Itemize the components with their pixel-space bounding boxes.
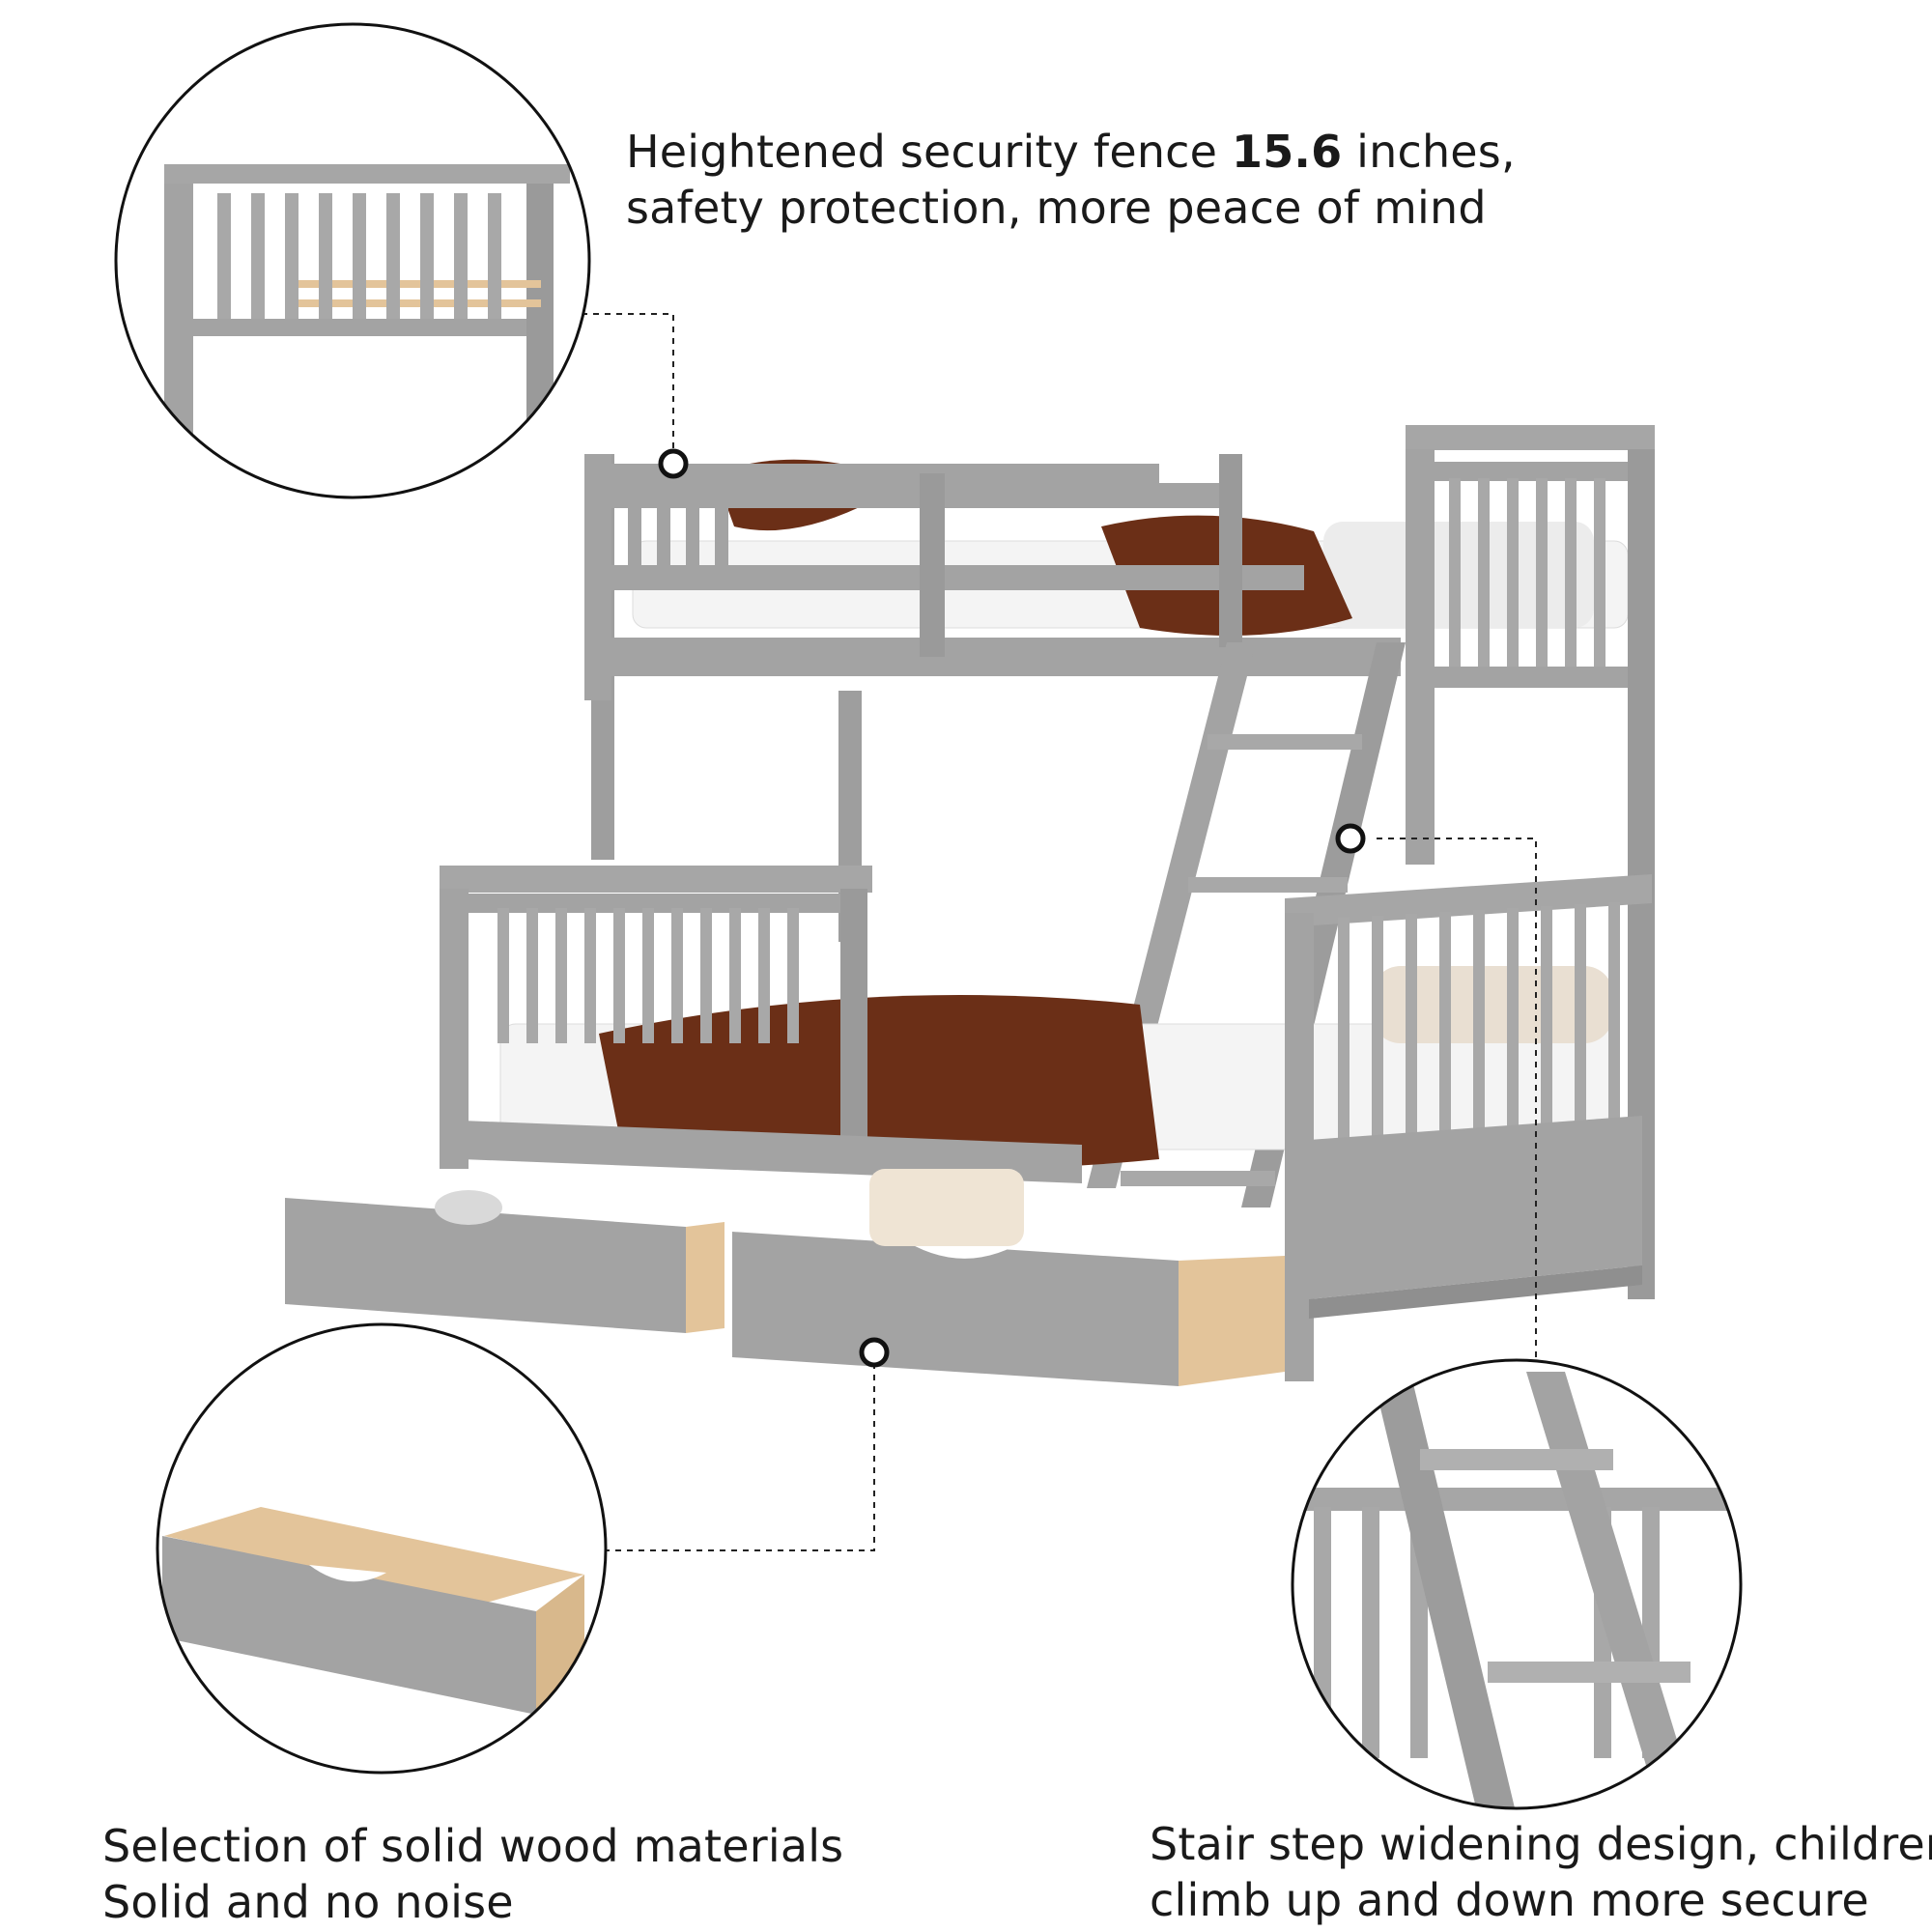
stair-caption: Stair step widening design, children cli… — [1150, 1816, 1932, 1928]
fence-caption-text: Heightened security fence — [626, 126, 1232, 178]
wood-caption-line1: Selection of solid wood materials — [102, 1820, 844, 1872]
leader-lines — [570, 313, 1537, 1551]
wood-caption: Selection of solid wood materials Solid … — [102, 1818, 843, 1930]
fence-caption-unit: inches, — [1342, 126, 1516, 178]
right-drawer — [732, 1169, 1285, 1386]
callout-markers — [658, 448, 1366, 1368]
fence-caption: Heightened security fence 15.6 inches, s… — [626, 124, 1516, 236]
fence-caption-line1: Heightened security fence 15.6 inches, — [626, 124, 1516, 180]
bunk-bed — [285, 425, 1655, 1386]
left-drawer — [285, 1190, 724, 1333]
fence-height-value: 15.6 — [1232, 126, 1343, 178]
drawer-detail-circle — [156, 1322, 608, 1775]
fence-caption-line2: safety protection, more peace of mind — [626, 182, 1487, 234]
ladder-detail-circle — [1291, 1358, 1743, 1810]
fence-detail-circle — [114, 22, 591, 499]
stair-caption-line2: climb up and down more secure — [1150, 1874, 1869, 1926]
stair-caption-line1: Stair step widening design, children — [1150, 1818, 1932, 1870]
wood-caption-line2: Solid and no noise — [102, 1876, 514, 1928]
